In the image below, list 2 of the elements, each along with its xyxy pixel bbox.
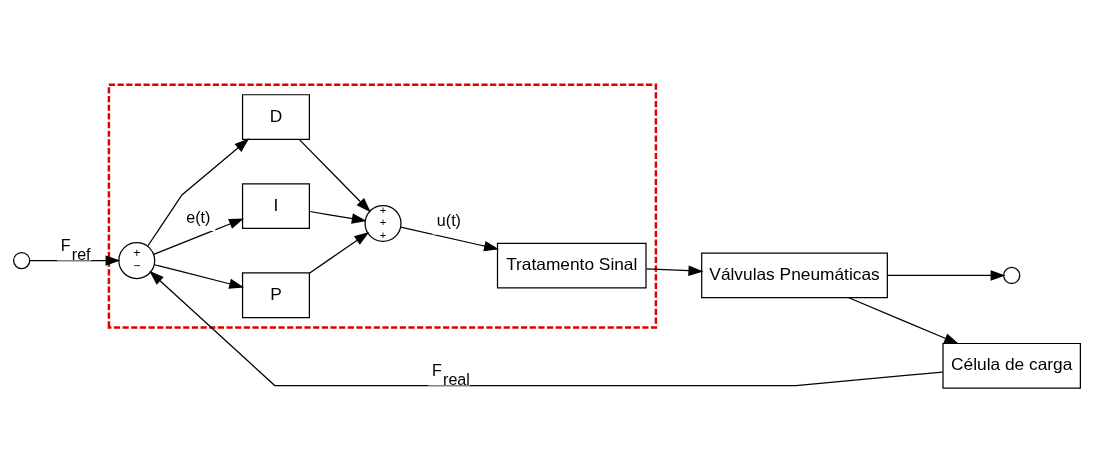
- edge-label: e(t): [186, 207, 211, 226]
- edge-label: u(t): [436, 210, 461, 229]
